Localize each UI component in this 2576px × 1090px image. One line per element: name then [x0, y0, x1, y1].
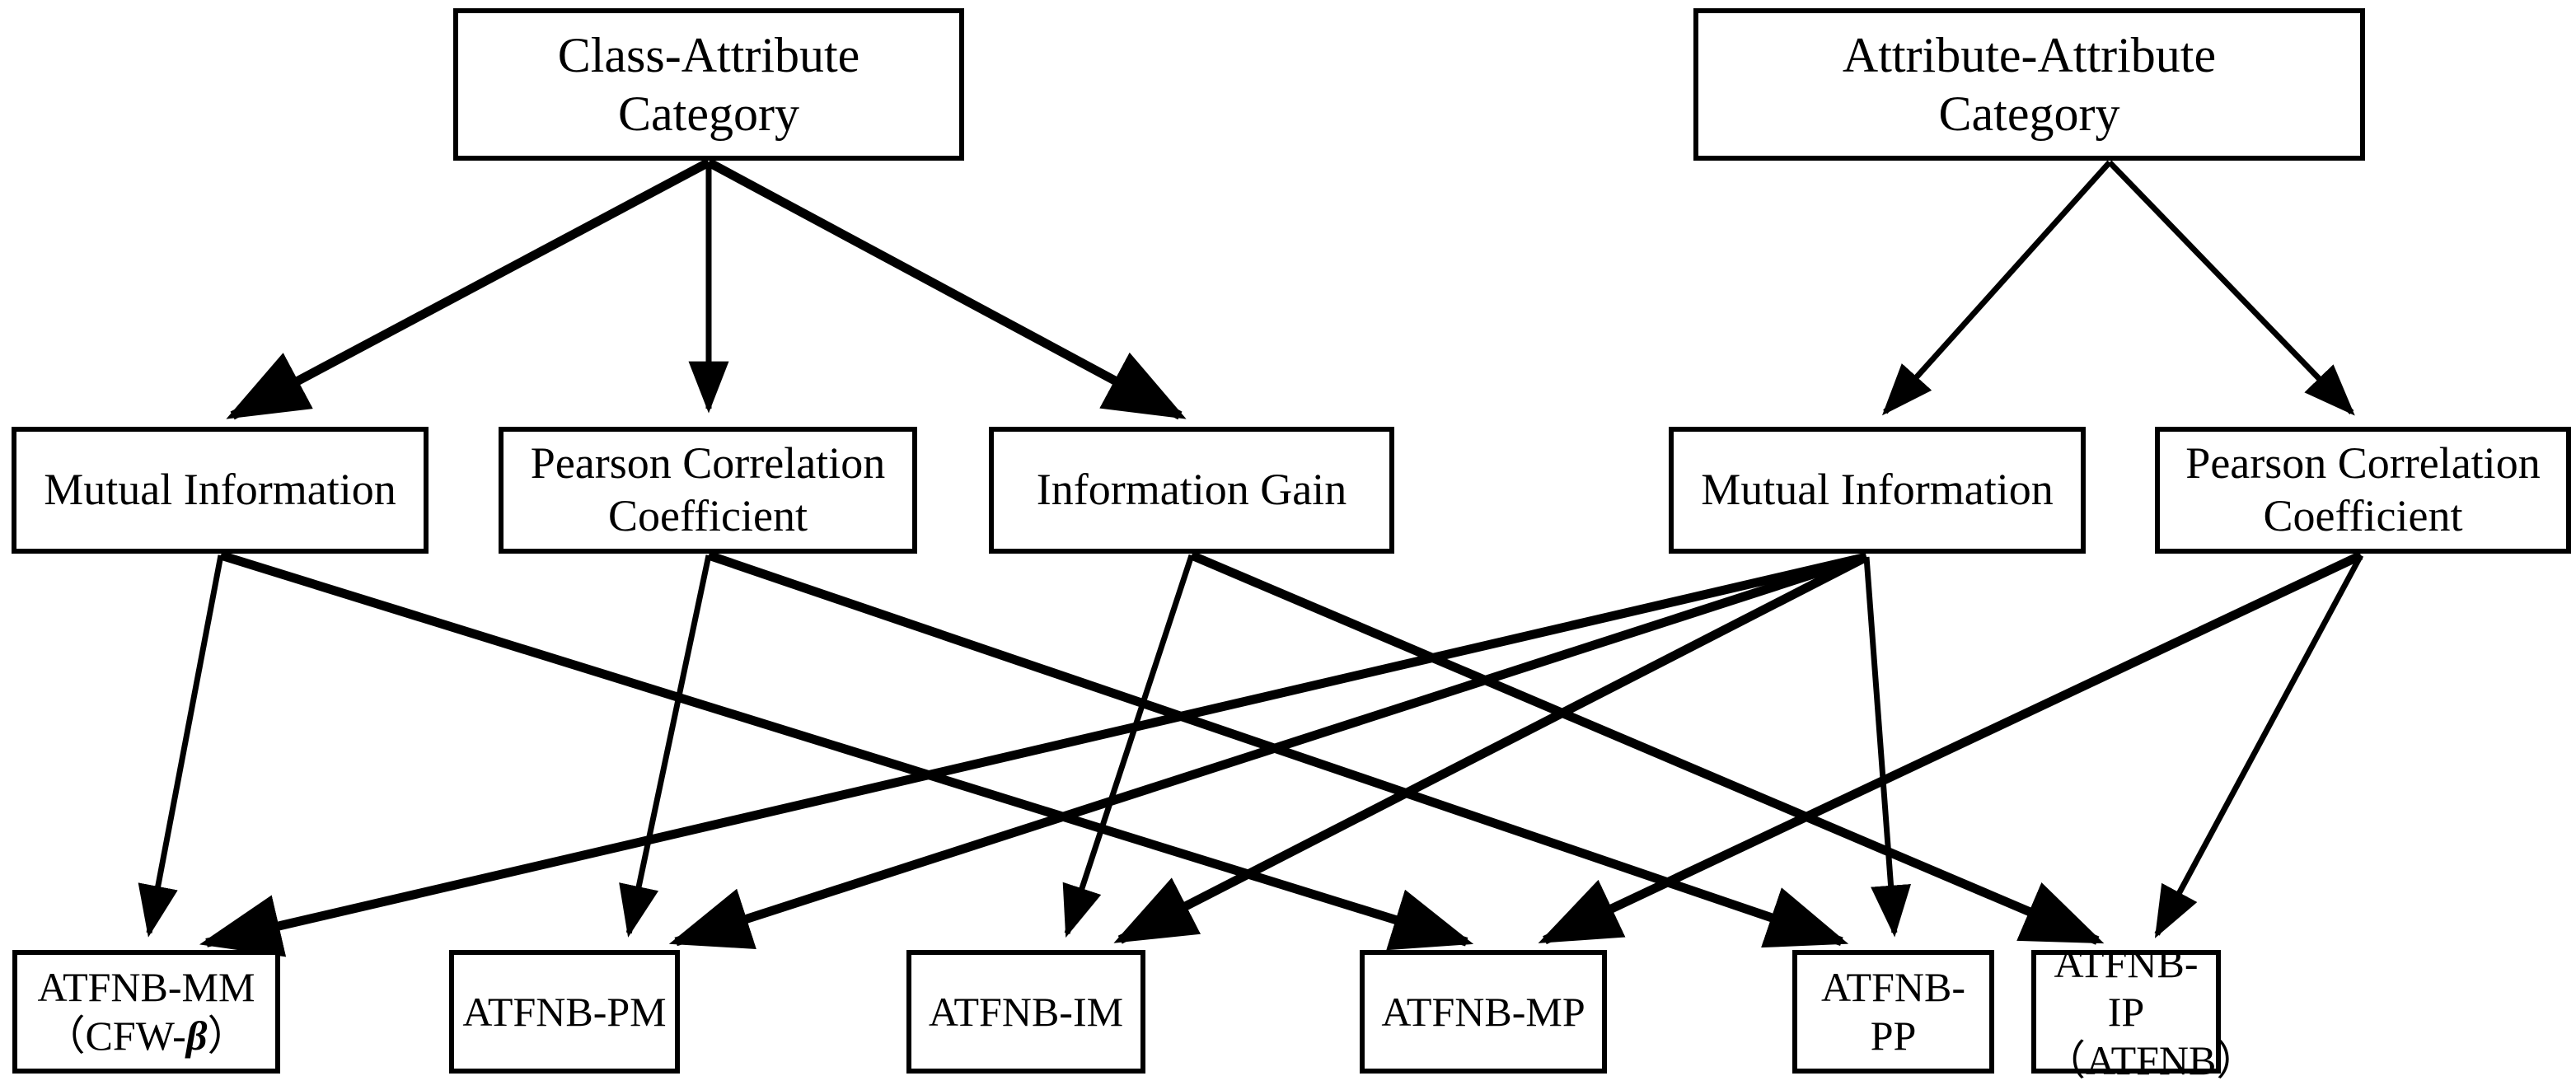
- edge-pcc-left-to-atfnb-pp: [707, 550, 1849, 948]
- node-mi-right[interactable]: Mutual Information: [1669, 427, 2086, 554]
- node-label: ATFNB-IP （ATFNB）: [2044, 939, 2258, 1083]
- node-mi-left[interactable]: Mutual Information: [12, 427, 429, 554]
- edge-pcc-right-to-atfnb-mp: [1538, 551, 2363, 945]
- node-pcc-right[interactable]: Pearson Correlation Coefficient: [2155, 427, 2571, 554]
- edge-pcc-left-to-atfnb-pm: [619, 554, 712, 938]
- node-ig[interactable]: Information Gain: [989, 427, 1394, 554]
- node-atfnb-mm[interactable]: ATFNB-MM （CFW-β）: [12, 950, 280, 1074]
- node-label: Pearson Correlation Coefficient: [2185, 438, 2541, 540]
- node-label: Pearson Correlation Coefficient: [530, 438, 886, 540]
- node-atfnb-pm[interactable]: ATFNB-PM: [449, 950, 680, 1074]
- edge-cat-class-attribute-to-mi-left: [226, 158, 711, 420]
- node-atfnb-pp[interactable]: ATFNB-PP: [1792, 950, 1994, 1074]
- node-label: ATFNB-IM: [928, 988, 1124, 1035]
- edge-mi-left-to-atfnb-mm: [138, 554, 224, 938]
- beta-symbol: β: [185, 1013, 208, 1059]
- node-cat-attribute-attribute[interactable]: Attribute-Attribute Category: [1693, 8, 2365, 161]
- node-label: ATFNB-PP: [1820, 964, 1966, 1059]
- node-label: Class-Attribute Category: [557, 27, 860, 141]
- edge-ig-to-atfnb-im: [1062, 554, 1195, 938]
- edge-ig-to-atfnb-ip: [1189, 550, 2105, 945]
- node-cat-class-attribute[interactable]: Class-Attribute Category: [453, 8, 964, 161]
- edge-mi-right-to-atfnb-pm: [668, 552, 1868, 949]
- node-label: ATFNB-MM （CFW-β）: [37, 964, 255, 1059]
- edge-cat-attribute-attribute-to-mi-right: [1881, 160, 2112, 416]
- node-label: Information Gain: [1036, 465, 1347, 515]
- node-label: Mutual Information: [1701, 465, 2054, 515]
- edge-pcc-right-to-atfnb-ip: [2154, 554, 2364, 938]
- edge-mi-left-to-atfnb-mp: [219, 550, 1474, 951]
- node-label: Attribute-Attribute Category: [1842, 27, 2217, 141]
- edge-cat-class-attribute-to-ig: [706, 158, 1187, 420]
- node-atfnb-ip[interactable]: ATFNB-IP （ATFNB）: [2031, 940, 2257, 1083]
- node-atfnb-mp[interactable]: ATFNB-MP: [1360, 950, 1607, 1074]
- node-label: ATFNB-MP: [1381, 988, 1585, 1035]
- edge-mi-right-to-atfnb-pp: [1863, 556, 1912, 938]
- edge-cat-attribute-attribute-to-pcc-right: [2107, 160, 2355, 416]
- node-label: ATFNB-PM: [462, 988, 667, 1035]
- edge-mi-right-to-atfnb-im: [1113, 553, 1869, 944]
- node-label: Mutual Information: [44, 465, 396, 515]
- edge-mi-right-to-atfnb-mm: [199, 552, 1868, 957]
- node-pcc-left[interactable]: Pearson Correlation Coefficient: [499, 427, 917, 554]
- node-atfnb-im[interactable]: ATFNB-IM: [906, 950, 1145, 1074]
